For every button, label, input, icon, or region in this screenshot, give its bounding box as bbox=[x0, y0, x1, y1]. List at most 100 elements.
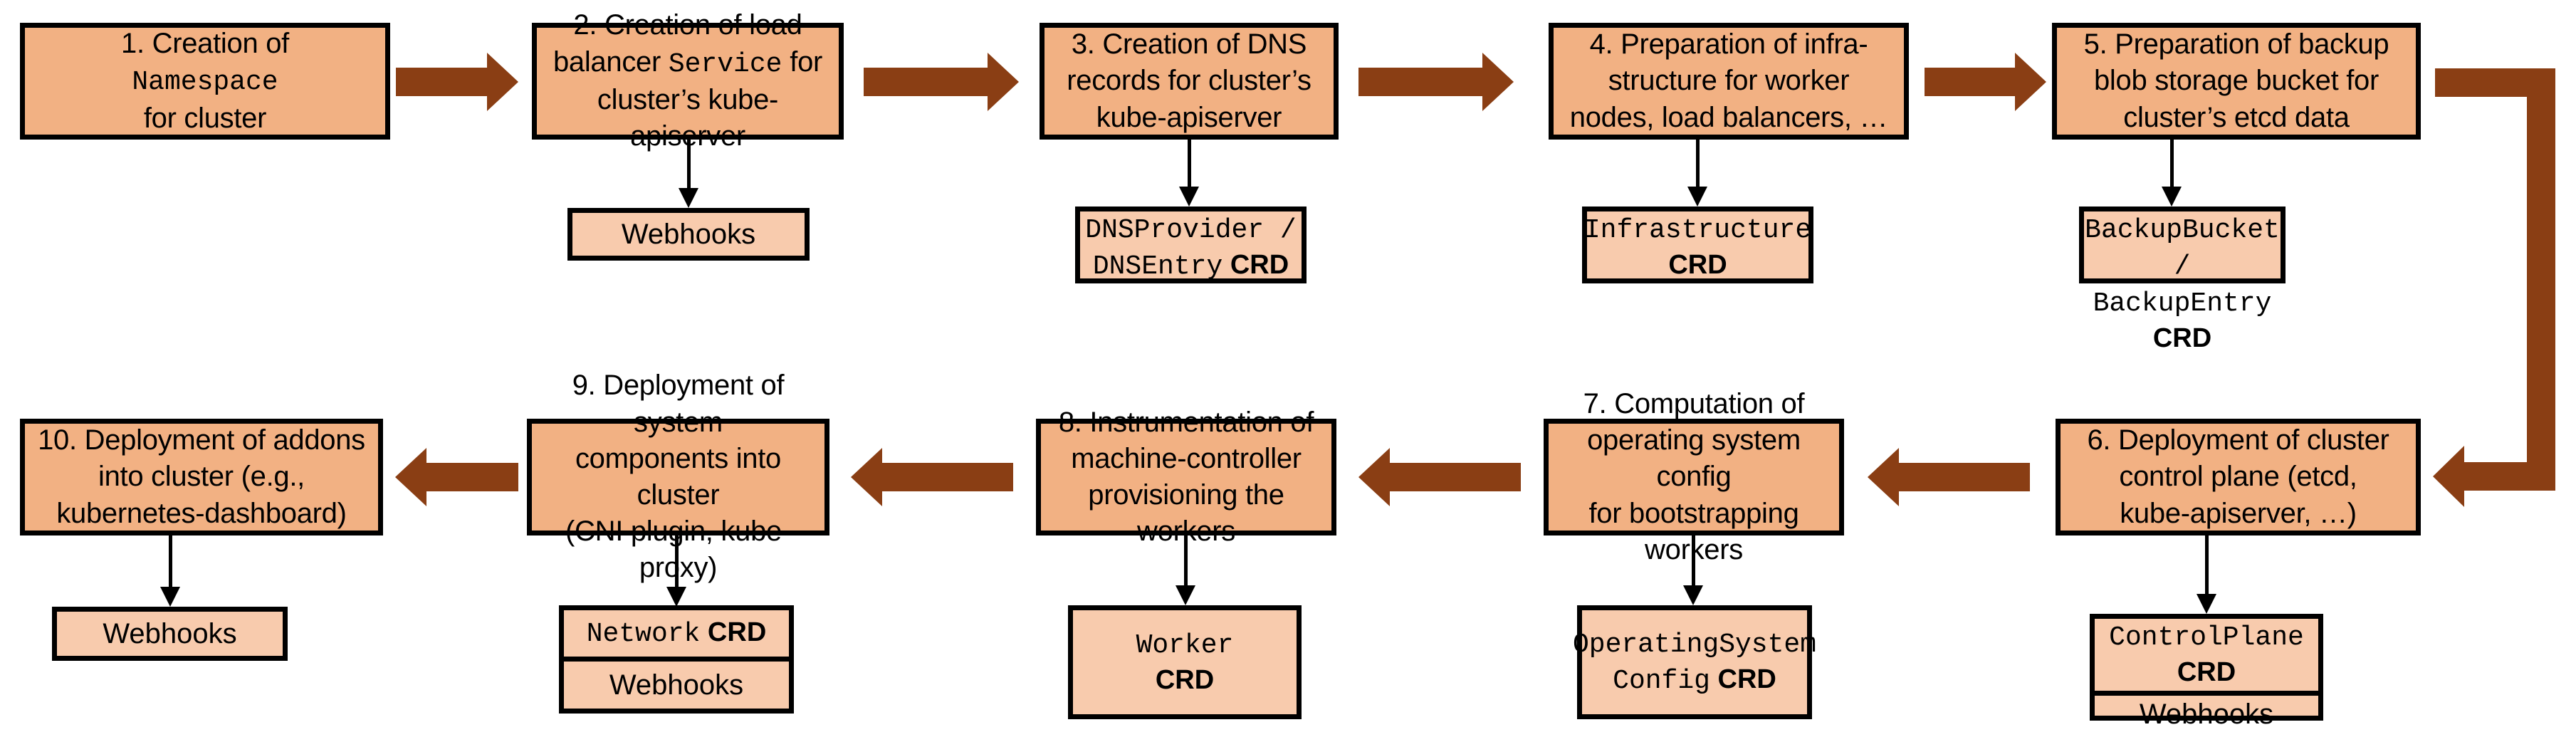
step-6-line-1: 6. Deployment of cluster bbox=[2087, 424, 2389, 456]
crd-suffix: CRD bbox=[1710, 664, 1776, 694]
step-5-line-3: cluster’s etcd data bbox=[2123, 101, 2350, 133]
artifact-label-network-crd: Network CRD bbox=[587, 615, 767, 652]
wrap-arrow-bottom-segment bbox=[2464, 462, 2555, 491]
step-7-line-2: operating system config bbox=[1587, 424, 1801, 493]
step-10-line-3: kubernetes-dashboard) bbox=[56, 497, 347, 529]
arrow-head-left-icon bbox=[1358, 448, 1390, 506]
worker-name: Worker bbox=[1136, 629, 1234, 661]
artifact-label-webhooks: Webhooks bbox=[609, 669, 744, 701]
flow-arrow-3-to-4 bbox=[1358, 53, 1514, 111]
step-4-line-3: nodes, load balancers, … bbox=[1569, 101, 1888, 133]
artifact-connector-2 bbox=[678, 140, 699, 208]
backup-line-2: BackupEntry bbox=[2093, 288, 2272, 319]
step-2-line-1: 2. Creation of load bbox=[573, 9, 802, 41]
step-7-line-1: 7. Computation of bbox=[1583, 388, 1805, 420]
artifact-label-webhooks: Webhooks bbox=[2139, 698, 2274, 730]
artifact-label-controlplane-crd: ControlPlane CRD bbox=[2095, 619, 2318, 691]
crd-suffix: CRD bbox=[1155, 665, 1215, 695]
crd-suffix: CRD bbox=[1668, 250, 1727, 281]
crd-suffix: CRD bbox=[700, 617, 767, 647]
arrow-shaft bbox=[1925, 68, 2016, 96]
connector-shaft bbox=[2169, 140, 2174, 188]
flow-arrow-4-to-5 bbox=[1925, 53, 2046, 111]
arrow-head-right-icon bbox=[988, 53, 1019, 111]
artifact-box-9-network[interactable]: Network CRD Webhooks bbox=[559, 605, 794, 714]
artifact-row: Webhooks bbox=[564, 657, 789, 709]
artifact-label-backup-crd: BackupBucket /BackupEntry CRD bbox=[2084, 211, 2281, 357]
dns-line-2: DNSEntry bbox=[1092, 251, 1223, 283]
step-box-4[interactable]: 4. Preparation of infra-structure for wo… bbox=[1549, 23, 1909, 140]
flow-arrow-7-to-8 bbox=[1358, 448, 1521, 506]
arrow-head-right-icon bbox=[1482, 53, 1514, 111]
arrow-shaft bbox=[425, 463, 518, 491]
artifact-row: DNSProvider /DNSEntry CRD bbox=[1080, 211, 1302, 285]
arrow-head-down-icon bbox=[2197, 594, 2216, 614]
arrow-head-right-icon bbox=[2015, 53, 2046, 111]
step-2-line-2a: balancer bbox=[553, 46, 669, 78]
step-3-line-3: kube-apiserver bbox=[1096, 101, 1282, 133]
step-2-line-2b: Service bbox=[668, 48, 782, 80]
artifact-box-2-webhooks[interactable]: Webhooks bbox=[567, 208, 810, 261]
connector-shaft bbox=[168, 535, 172, 588]
arrow-head-left-icon bbox=[395, 448, 426, 506]
arrow-head-down-icon bbox=[1179, 187, 1199, 207]
arrow-head-down-icon bbox=[160, 587, 180, 607]
step-8-line-3: provisioning the workers bbox=[1088, 479, 1284, 548]
flow-arrow-8-to-9 bbox=[851, 448, 1013, 506]
arrow-shaft bbox=[864, 68, 989, 96]
step-10-line-1: 10. Deployment of addons bbox=[38, 424, 365, 456]
step-box-7[interactable]: 7. Computation of operating system config… bbox=[1544, 388, 1844, 565]
artifact-row: BackupBucket /BackupEntry CRD bbox=[2084, 211, 2281, 357]
artifact-box-6-controlplane[interactable]: ControlPlane CRD Webhooks bbox=[2090, 614, 2323, 730]
arrow-head-down-icon bbox=[666, 587, 686, 607]
arrow-head-right-icon bbox=[487, 53, 518, 111]
crd-suffix: CRD bbox=[2177, 657, 2236, 688]
flow-arrow-6-to-7 bbox=[1868, 448, 2030, 506]
step-4-text: 4. Preparation of infra-structure for wo… bbox=[1570, 26, 1888, 136]
backup-line-1: BackupBucket / bbox=[2085, 215, 2280, 283]
arrow-head-down-icon bbox=[2162, 187, 2182, 207]
step-5-line-2: blob storage bucket for bbox=[2093, 65, 2379, 97]
arrow-shaft bbox=[1358, 68, 1484, 96]
wrap-arrow-head-left-icon bbox=[2433, 446, 2464, 507]
arrow-head-down-icon bbox=[1176, 585, 1195, 605]
flow-arrow-9-to-10 bbox=[395, 448, 518, 506]
artifact-box-3-dns-crd[interactable]: DNSProvider /DNSEntry CRD bbox=[1075, 207, 1307, 283]
artifact-connector-10 bbox=[159, 535, 181, 607]
artifact-label-dns-crd: DNSProvider /DNSEntry CRD bbox=[1085, 211, 1296, 285]
artifact-row: Network CRD bbox=[564, 610, 789, 657]
artifact-box-5-backup-crd[interactable]: BackupBucket /BackupEntry CRD bbox=[2079, 207, 2286, 353]
connector-shaft bbox=[686, 140, 691, 189]
flow-arrow-1-to-2 bbox=[396, 53, 518, 111]
step-7-text: 7. Computation of operating system config… bbox=[1556, 386, 1832, 568]
connector-shaft bbox=[1187, 140, 1191, 188]
artifact-row: Webhooks bbox=[57, 612, 283, 656]
step-9-line-2: components into cluster bbox=[575, 442, 782, 511]
artifact-box-10-webhooks[interactable]: Webhooks bbox=[52, 607, 288, 661]
flow-arrow-2-to-3 bbox=[864, 53, 1019, 111]
arrow-shaft bbox=[396, 68, 488, 96]
step-8-line-1: 8. Instrumentation of bbox=[1058, 406, 1314, 438]
connector-shaft bbox=[674, 535, 679, 588]
